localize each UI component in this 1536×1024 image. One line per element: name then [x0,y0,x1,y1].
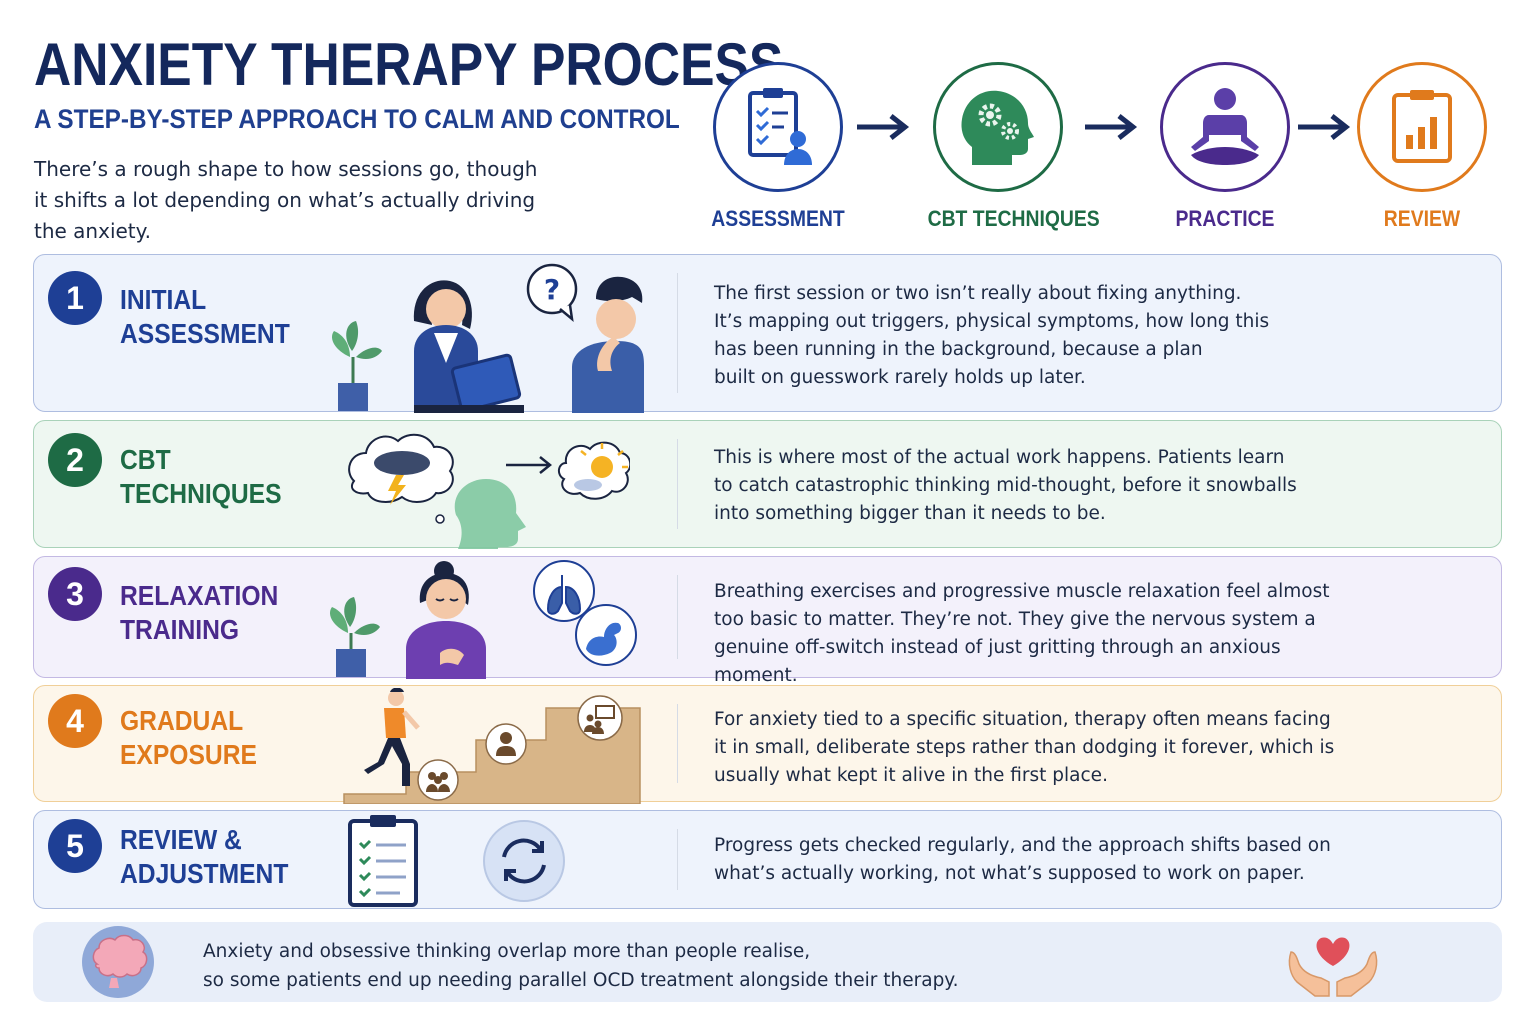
arrow-right-icon [1298,114,1351,140]
head-gears-icon [933,62,1063,192]
therapist-patient-icon: ? [331,263,644,413]
flow-step-assessment: ASSESSMENT [698,62,858,232]
step-number: 1 [48,271,102,325]
clipboard-person-icon [713,62,843,192]
intro-text: There’s a rough shape to how sessions go… [34,157,538,243]
flow-label: CBT TECHNIQUES [927,206,1100,231]
arrow-right-icon [857,114,910,140]
step-number: 3 [48,567,102,621]
step-description: Breathing exercises and progressive musc… [714,581,1330,686]
flow-step-practice: PRACTICE [1145,62,1305,232]
speech-bubble-question: ? [544,273,560,306]
step-heading: INITIAL ASSESSMENT [120,284,290,349]
stairs-climb-icon [343,688,641,804]
flow-label: PRACTICE [1175,206,1275,231]
breathing-woman-icon [329,560,637,679]
meditation-icon [1160,62,1290,192]
page-title: ANXIETY THERAPY PROCESS [34,31,784,98]
step-number: 4 [48,694,102,748]
row-divider [677,273,678,393]
step-number: 2 [48,433,102,487]
arrow-right-icon [1085,114,1138,140]
page-subtitle: A STEP-BY-STEP APPROACH TO CALM AND CONT… [34,104,680,134]
row-divider [677,439,678,529]
step-row-cbt-techniques: 2 CBT TECHNIQUES This is where most of t… [33,420,1502,549]
flow-label: REVIEW [1383,206,1461,231]
step-description: This is where most of the actual work ha… [714,447,1297,524]
flow-label: ASSESSMENT [711,206,845,231]
step-row-gradual-exposure: 4 GRADUAL EXPOSURE For anxiety tied to a… [33,685,1502,804]
step-description: For anxiety tied to a specific situation… [714,709,1335,786]
clipboard-chart-icon [1357,62,1487,192]
row-divider [677,704,678,783]
step-number: 5 [48,819,102,873]
flow-step-review: REVIEW [1342,62,1502,232]
row-divider [677,829,678,890]
footer-note: Anxiety and obsessive thinking overlap m… [33,922,1502,1002]
storm-to-sun-icon [348,433,630,549]
step-row-review-adjustment: 5 REVIEW & ADJUSTMENT Progress gets chec… [33,810,1502,909]
step-row-relaxation-training: 3 RELAXATION TRAINING Breathing exercise… [33,556,1502,686]
step-row-initial-assessment: 1 INITIAL ASSESSMENT ? The first session… [33,254,1502,413]
heart-hands-icon [1288,937,1378,997]
step-description: Progress gets checked regularly, and the… [714,835,1331,884]
step-heading: CBT TECHNIQUES [120,444,282,509]
brain-icon [82,926,154,998]
footer-text: Anxiety and obsessive thinking overlap m… [203,941,959,991]
step-heading: GRADUAL EXPOSURE [120,705,257,770]
flow-step-cbt: CBT TECHNIQUES [918,62,1100,232]
step-heading: RELAXATION TRAINING [120,580,279,645]
step-heading: REVIEW & ADJUSTMENT [120,824,289,889]
step-description: The first session or two isn’t really ab… [714,283,1270,388]
clipboard-refresh-icon [348,815,565,907]
row-divider [677,575,678,659]
